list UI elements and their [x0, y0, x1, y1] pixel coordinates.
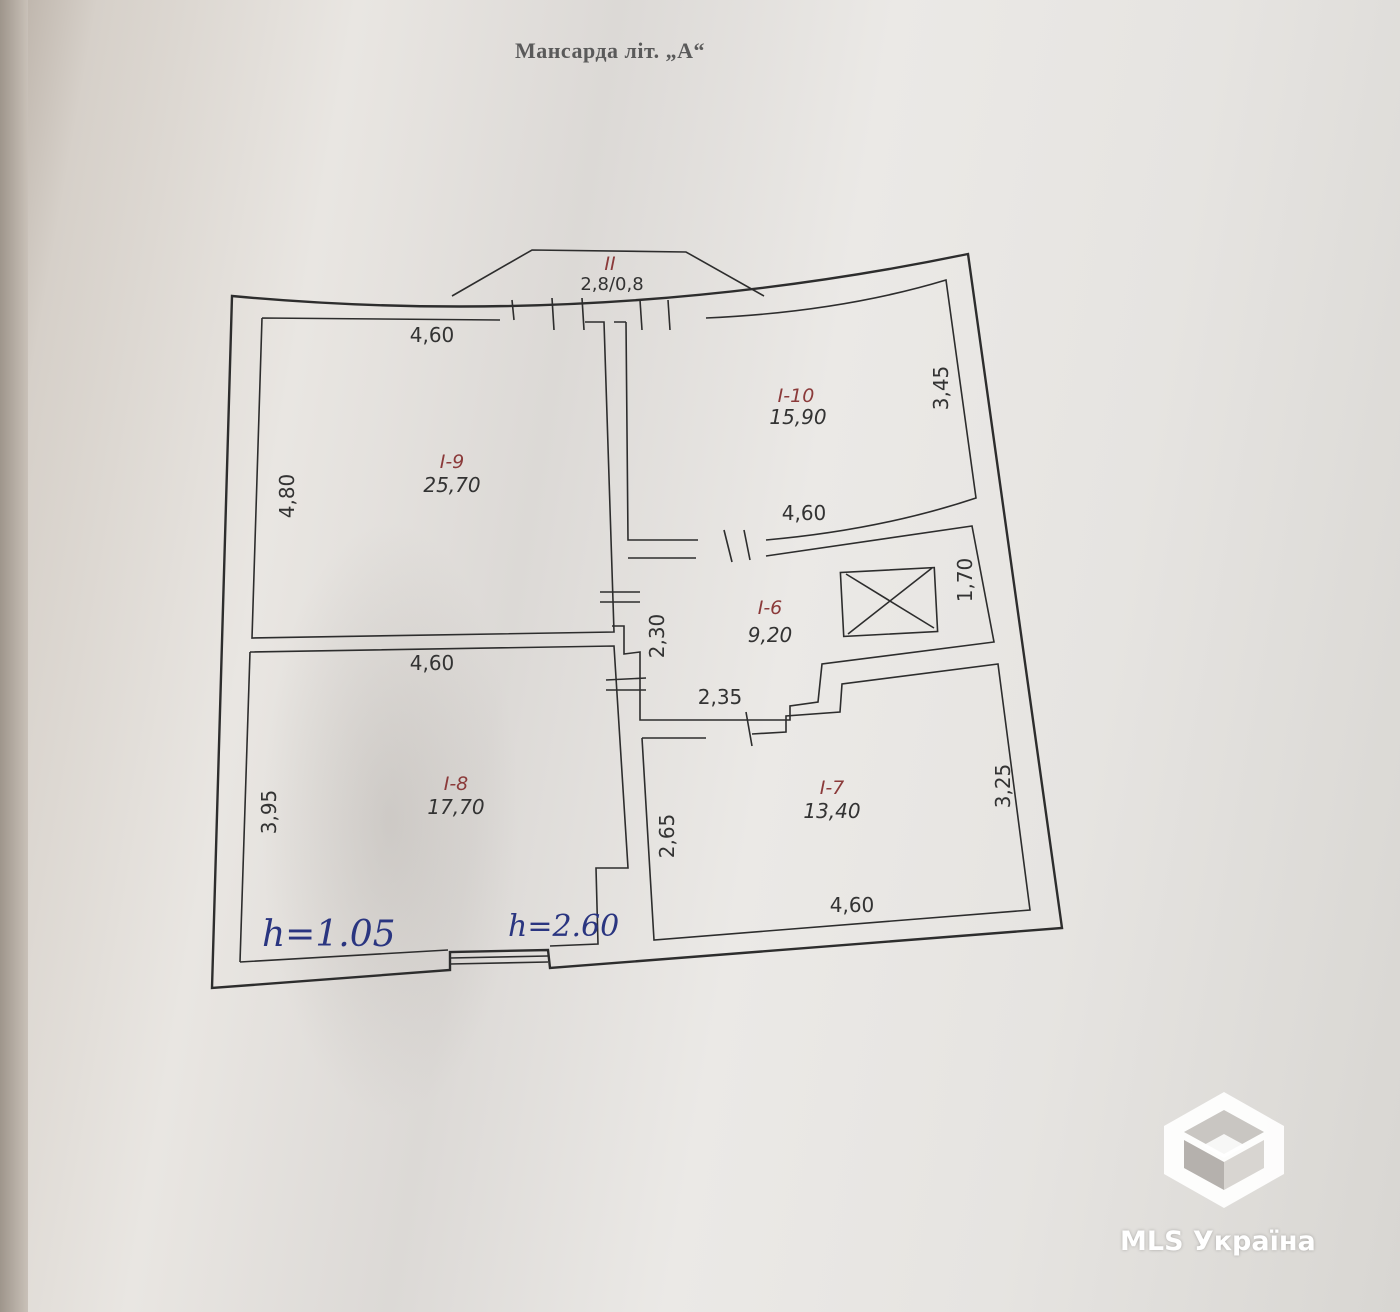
page-title: Мансарда літ. „А“: [514, 38, 706, 63]
door-mark: [551, 297, 555, 331]
dimension-label: 3,95: [257, 790, 281, 835]
door-mark: [723, 529, 733, 563]
dimension-label: 2,35: [698, 685, 743, 709]
page-edge: [0, 0, 28, 1312]
handwritten-height: h=1.05: [262, 914, 396, 955]
room-i6-outline: [612, 525, 995, 721]
door-mark: [667, 299, 671, 331]
page-shadow: [260, 520, 520, 1120]
door-mark: [745, 711, 753, 747]
room-label-area: 9,20: [748, 623, 793, 647]
brand-name: MLS Україна: [1120, 1226, 1316, 1257]
room-i10-outline: [614, 278, 977, 541]
stair-void-box: [839, 566, 939, 638]
door-mark: [639, 299, 643, 331]
dimension-label: 4,60: [782, 501, 827, 525]
window-mark: [449, 961, 549, 965]
room-label-area: 17,70: [427, 795, 484, 819]
door-mark: [743, 529, 751, 561]
room-label-area: 15,90: [769, 405, 826, 429]
room-label-code: I-7: [820, 777, 845, 799]
door-mark: [605, 677, 647, 681]
dimension-label: 4,80: [275, 474, 299, 519]
room-label-code: I-6: [758, 597, 783, 619]
handwritten-height: h=2.60: [508, 909, 619, 944]
door-mark: [581, 297, 585, 331]
outer-wall: [210, 252, 1064, 990]
dimension-label: 4,60: [410, 323, 455, 347]
balcony-outline: [451, 249, 765, 297]
window-mark: [449, 955, 549, 959]
dimension-label: 4,60: [410, 651, 455, 675]
dimension-label: 2,30: [645, 614, 669, 659]
dimension-label: 3,45: [929, 366, 953, 411]
room-i8-left-wall: [239, 651, 251, 963]
dimension-label: 2,65: [655, 814, 679, 859]
balcony-code: II: [604, 253, 616, 275]
dimension-label: 1,70: [953, 558, 977, 603]
room-label-area: 25,70: [423, 473, 480, 497]
mls-cube-logo-icon: [1164, 1092, 1284, 1208]
dimension-label: 4,60: [830, 893, 875, 917]
room-label-area: 13,40: [803, 799, 860, 823]
room-label-code: I-9: [440, 451, 465, 473]
room-i9-outline: [251, 299, 615, 639]
room-label-code: I-10: [778, 385, 815, 407]
stair-void-cross: [847, 567, 933, 635]
dimension-label: 3,25: [991, 764, 1015, 809]
room-label-code: I-8: [444, 773, 469, 795]
balcony-size: 2,8/0,8: [580, 274, 643, 295]
room-i7-outline: [641, 663, 1031, 941]
